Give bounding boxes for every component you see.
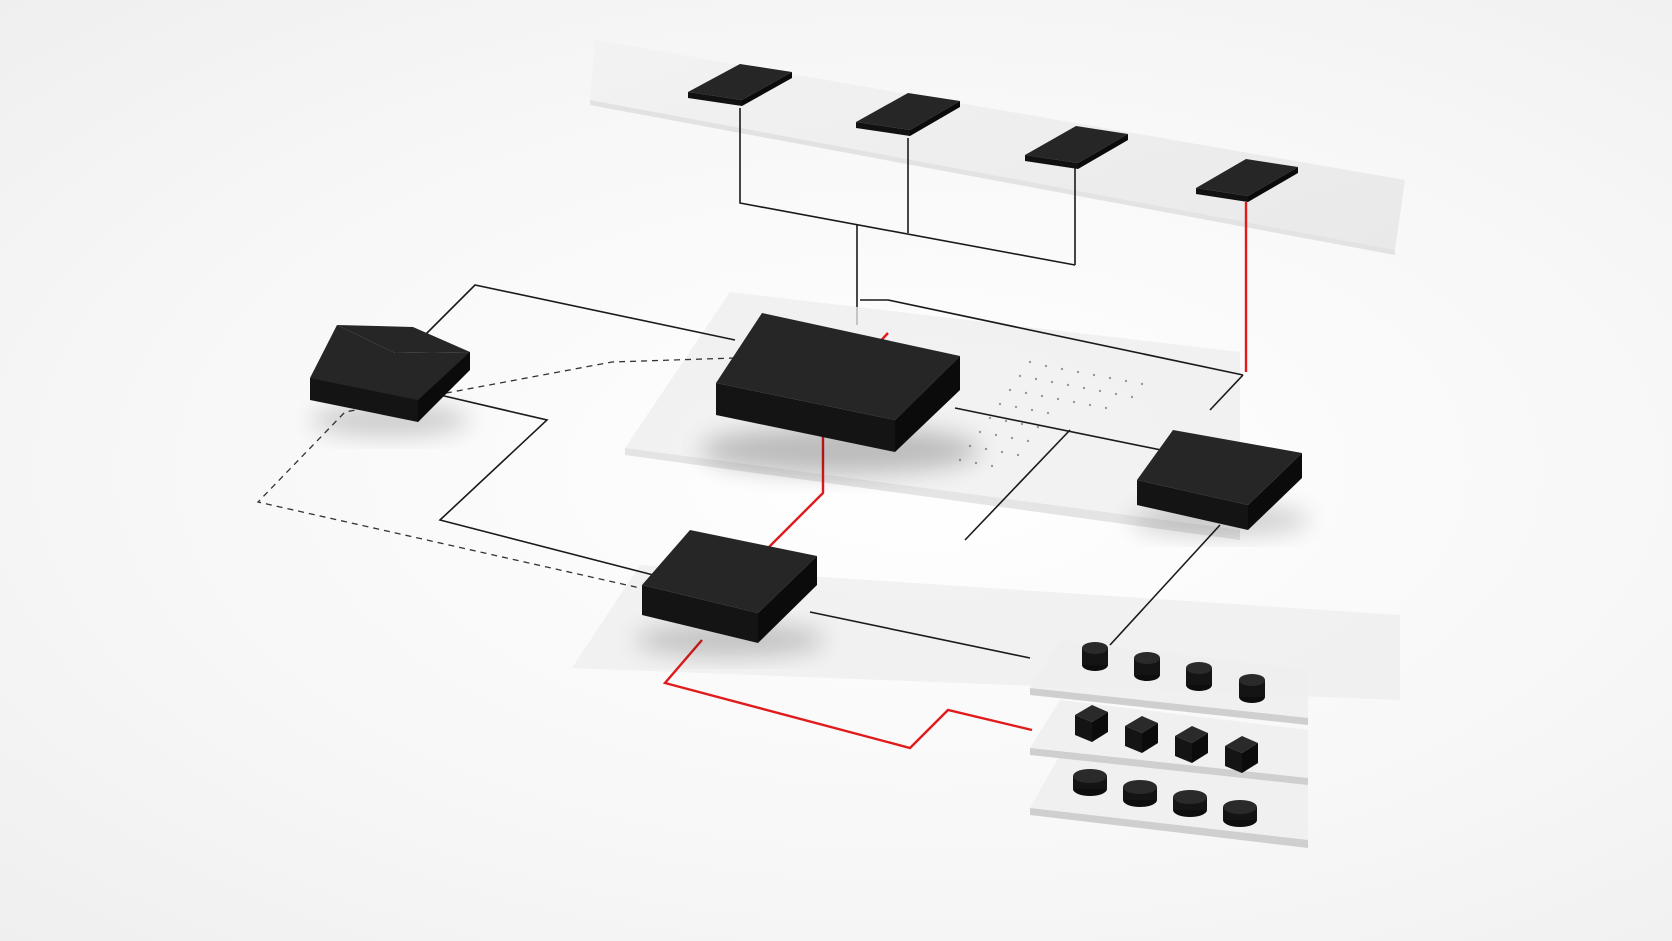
tile-2 (856, 93, 960, 136)
front-block (635, 530, 825, 656)
cylinder-icon (1186, 662, 1212, 691)
cube-icon (1175, 726, 1208, 763)
top-bus-lines (739, 108, 1076, 325)
cylinder-icon (1082, 642, 1108, 671)
left-block (310, 325, 470, 436)
storage-stack (1030, 640, 1308, 848)
central-block (700, 313, 980, 474)
disk-icon (1073, 769, 1107, 796)
dashed-connection (256, 357, 736, 589)
top-tray (590, 40, 1405, 255)
storage-tier-disks (1030, 755, 1308, 848)
tile-1 (688, 64, 792, 106)
cube-icon (1075, 705, 1108, 742)
right-block (1130, 430, 1310, 535)
cube-icon (1225, 736, 1258, 773)
disk-icon (1223, 800, 1257, 827)
cylinder-icon (1134, 652, 1160, 681)
tile-3 (1025, 126, 1128, 169)
cube-icon (1125, 716, 1158, 753)
tile-4 (1196, 159, 1298, 202)
disk-icon (1173, 790, 1207, 817)
disk-icon (1123, 780, 1157, 807)
dot-grid (958, 360, 1144, 468)
storage-tier-cylinders (1030, 640, 1308, 725)
cylinder-icon (1239, 674, 1265, 703)
connection-lines (419, 284, 1244, 659)
storage-tier-cubes (1030, 700, 1308, 785)
